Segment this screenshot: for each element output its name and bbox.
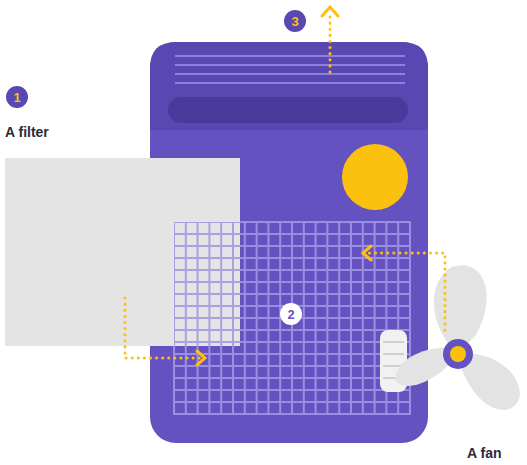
purifier-body <box>150 42 428 443</box>
callout-number: 2 <box>280 303 302 325</box>
fan-hub-center <box>450 346 466 362</box>
callout-number: 3 <box>284 10 306 32</box>
vent-slot <box>168 97 408 123</box>
vent-lines <box>175 56 405 83</box>
yellow-button <box>342 144 408 210</box>
intake-grid <box>174 222 410 414</box>
callout-number: 1 <box>6 86 28 108</box>
fan-blades <box>395 265 520 410</box>
airflow-arrows <box>125 7 445 365</box>
purifier-top <box>150 42 428 130</box>
fan-hub <box>443 339 473 369</box>
grid-through-filter <box>174 222 240 346</box>
part-name: A fan <box>467 445 501 461</box>
filter-overlap <box>150 158 240 346</box>
filter-sheet <box>5 158 240 346</box>
part-name: A filter <box>5 124 49 140</box>
